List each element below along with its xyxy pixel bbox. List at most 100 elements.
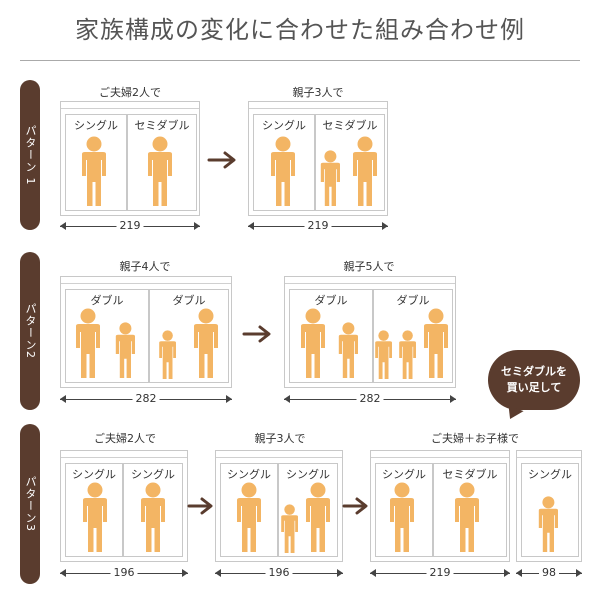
arrow-right-icon: [242, 325, 271, 343]
person-icon: [306, 482, 330, 552]
person-icon: [375, 329, 393, 379]
arrow-right-icon: [450, 395, 456, 403]
person: [347, 136, 383, 212]
arrow-left-icon: [248, 222, 254, 230]
person-icon: [115, 322, 135, 379]
headboard: [371, 457, 509, 458]
width-dimension: 282: [284, 392, 456, 405]
arrow-right-icon: [382, 222, 388, 230]
width-value: 196: [110, 566, 138, 579]
pattern-2-label: パターン2: [20, 252, 40, 410]
bed-type-label: ダブル: [396, 294, 430, 307]
bed: シングル: [123, 463, 183, 557]
arrow-right-icon: [226, 395, 232, 403]
person: [300, 482, 336, 558]
headboard: [517, 457, 581, 458]
arrow-left-icon: [60, 222, 66, 230]
caption-p2-s1: 親子4人で: [119, 260, 171, 273]
caption-p3-s3: ご夫婦＋お子様で: [431, 432, 519, 445]
person: [295, 308, 331, 384]
width-dimension: 282: [60, 392, 232, 405]
width-value: 98: [539, 566, 559, 579]
person: [142, 136, 178, 212]
add-bed-bubble: セミダブルを 買い足して: [488, 350, 580, 423]
bed-type-label: セミダブル: [322, 119, 378, 132]
person: [371, 329, 396, 384]
bed: セミダブル: [127, 114, 197, 211]
person: [70, 308, 106, 384]
person-icon: [338, 322, 358, 379]
headboard: [249, 108, 387, 109]
bed-type-label: シングル: [286, 468, 330, 481]
person-icon: [281, 503, 299, 553]
bed-type-label: シングル: [382, 468, 426, 481]
bed-type-label: セミダブル: [134, 119, 190, 132]
width-dimension: 219: [60, 219, 200, 232]
width-value: 219: [304, 219, 332, 232]
arrow-right-icon: [504, 569, 510, 577]
page-title: 家族構成の変化に合わせた組み合わせ例: [75, 16, 525, 44]
bed-type-label: ダブル: [172, 294, 206, 307]
person: [155, 329, 180, 384]
headboard: [285, 283, 455, 284]
person: [384, 482, 420, 558]
person: [534, 496, 563, 558]
person: [395, 329, 420, 384]
pattern-1-label: パターン 1: [20, 80, 40, 230]
bed: ダブル: [149, 289, 229, 383]
bubble-tail: [504, 405, 524, 423]
bed: セミダブル: [433, 463, 507, 557]
caption-p1-s2: 親子3人で: [292, 86, 344, 99]
width-dimension: 196: [215, 566, 343, 579]
person: [265, 136, 301, 212]
bed-type-label: ダブル: [314, 294, 348, 307]
person-icon: [237, 482, 261, 552]
person-icon: [390, 482, 414, 552]
person-icon: [83, 482, 107, 552]
person-icon: [353, 136, 377, 206]
person-icon: [399, 329, 417, 379]
bed-type-label: シングル: [262, 119, 306, 132]
caption-p3-s2: 親子3人で: [254, 432, 306, 445]
headboard: [61, 457, 187, 458]
person-icon: [76, 308, 100, 378]
arrow-left-icon: [60, 569, 66, 577]
person-icon: [194, 308, 218, 378]
person-icon: [301, 308, 325, 378]
width-dimension: 219: [248, 219, 388, 232]
width-dimension: 196: [60, 566, 188, 579]
person-icon: [455, 482, 479, 552]
bed-type-label: シングル: [227, 468, 271, 481]
arrow-left-icon: [284, 395, 290, 403]
bed-type-label: ダブル: [90, 294, 124, 307]
arrow-right-icon: [182, 569, 188, 577]
bed: ダブル: [373, 289, 453, 383]
person: [77, 482, 113, 558]
arrow-left-icon: [215, 569, 221, 577]
bed: シングル: [65, 463, 123, 557]
title-divider: [20, 60, 580, 61]
arrow-right-icon: [187, 497, 213, 515]
width-value: 282: [132, 392, 160, 405]
arrow-left-icon: [370, 569, 376, 577]
arrow-right-icon: [194, 222, 200, 230]
person-icon: [141, 482, 165, 552]
caption-p2-s2: 親子5人で: [343, 260, 395, 273]
person-icon: [538, 496, 558, 553]
bed: シングル: [375, 463, 433, 557]
width-value: 196: [265, 566, 293, 579]
person: [418, 308, 454, 384]
bed-type-label: シングル: [72, 468, 116, 481]
bubble-line-2: 買い足して: [506, 381, 562, 394]
bed-type-label: シングル: [528, 468, 572, 481]
bed: シングル: [278, 463, 338, 557]
bed: シングル: [220, 463, 278, 557]
person-icon: [148, 136, 172, 206]
headboard: [216, 457, 342, 458]
arrow-right-icon: [337, 569, 343, 577]
person: [188, 308, 224, 384]
arrow-left-icon: [60, 395, 66, 403]
width-value: 219: [426, 566, 454, 579]
pattern-3-label: パターン3: [20, 424, 40, 584]
bed: シングル: [253, 114, 315, 211]
